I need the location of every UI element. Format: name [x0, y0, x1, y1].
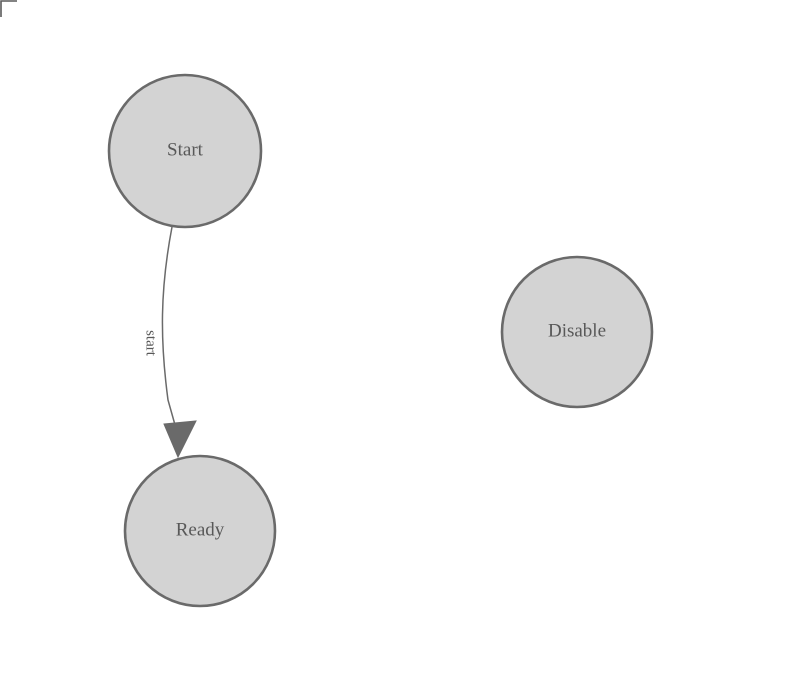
- node-ready-circle[interactable]: [123, 454, 277, 608]
- arrowhead-icon: [163, 420, 197, 459]
- node-start-circle[interactable]: [107, 73, 263, 229]
- edge-label-start: start: [143, 330, 159, 357]
- node-start-label: Start: [167, 139, 204, 160]
- node-disable[interactable]: Disable: [500, 255, 654, 409]
- node-start[interactable]: Start: [107, 73, 263, 229]
- node-ready[interactable]: Ready: [123, 454, 277, 608]
- node-disable-circle[interactable]: [500, 255, 654, 409]
- node-disable-label: Disable: [548, 320, 606, 341]
- node-ready-label: Ready: [176, 519, 225, 540]
- edge-start-to-ready[interactable]: start: [143, 226, 197, 459]
- edge-path: [161, 226, 178, 433]
- canvas-corner-mark-icon: [0, 0, 17, 17]
